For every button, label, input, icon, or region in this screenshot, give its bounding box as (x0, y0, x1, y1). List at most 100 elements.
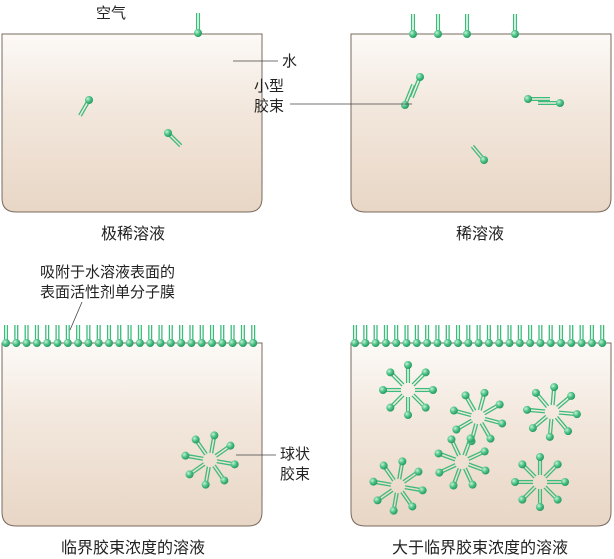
surfactant-molecule (164, 129, 183, 148)
monolayer-molecule (125, 325, 134, 347)
monolayer-molecule (94, 325, 103, 347)
monolayer-molecule (371, 325, 380, 347)
micelle-molecule (536, 453, 544, 475)
caption-dilute: 稀溶液 (455, 224, 505, 243)
monolayer-molecule (423, 325, 432, 347)
monolayer-molecule (208, 325, 216, 347)
monolayer-molecule (464, 325, 473, 347)
surfactant-molecule (470, 144, 488, 164)
micelle-molecule (447, 435, 461, 457)
micelle-molecule (518, 460, 537, 479)
monolayer-molecule (474, 325, 483, 347)
micelle-molecule (543, 485, 562, 504)
spherical-micelle-label-line1: 球状 (280, 445, 311, 463)
micelle-molecule (545, 418, 554, 441)
monolayer-molecule (84, 325, 93, 347)
surfactant-molecule (78, 96, 93, 117)
surface-molecule (409, 14, 417, 38)
micelle-molecule (214, 441, 235, 458)
monolayer-molecule (197, 325, 206, 347)
monolayer-molecule (166, 325, 175, 347)
micelle-molecule (558, 410, 581, 419)
micelle-molecule (449, 467, 462, 490)
small-micelle-molecule (538, 99, 564, 107)
monolayer-molecule (177, 325, 186, 347)
micelle-molecule (463, 467, 477, 489)
monolayer-molecule (53, 325, 62, 347)
micelle-molecule (528, 414, 548, 433)
micelle-molecule (550, 383, 559, 406)
micelle-molecule (484, 416, 507, 428)
monolayer-molecule (228, 325, 237, 347)
micelle-molecule (518, 485, 537, 504)
monolayer-label-line2: 表面活性剂单分子膜 (40, 283, 176, 301)
monolayer-molecule (454, 325, 462, 347)
monolayer-molecule (156, 325, 165, 347)
beaker-dilute (350, 33, 612, 213)
micelle-molecule (452, 418, 473, 434)
monolayer-molecule (381, 325, 390, 347)
monolayer-molecule (218, 325, 227, 347)
monolayer-molecule (146, 325, 155, 347)
micelle-molecule (483, 400, 504, 416)
monolayer-molecule (392, 325, 401, 347)
micelle-molecule (379, 386, 401, 394)
water-label: 水 (282, 52, 298, 70)
monolayer-molecule (135, 325, 144, 347)
monolayer-molecule (249, 325, 258, 347)
monolayer-molecule (402, 325, 411, 347)
monolayer-molecule (526, 325, 535, 347)
caption-cmc: 临界胶束浓度的溶液 (60, 538, 206, 557)
caption-above-cmc: 大于临界胶束浓度的溶液 (391, 538, 569, 557)
micelle-molecule (369, 477, 392, 487)
caption-very-dilute: 极稀溶液 (100, 224, 166, 243)
micelle-molecule (523, 405, 546, 414)
monolayer-molecule (433, 325, 442, 347)
micelle-molecule (209, 431, 219, 454)
small-micelle-molecule (401, 83, 416, 109)
beaker-very-dilute (1, 33, 263, 213)
micelle-molecule (402, 467, 423, 484)
monolayer-molecule (598, 325, 607, 347)
monolayer-molecule (536, 325, 545, 347)
small-micelle-molecule (524, 95, 550, 103)
surface-molecule (511, 14, 519, 38)
micelle-molecule (531, 388, 550, 408)
monolayer-molecule (12, 325, 21, 347)
monolayer-molecule (32, 325, 41, 347)
monolayer-molecule (361, 325, 370, 347)
micelle-molecule (181, 451, 204, 461)
micelle-molecule (479, 422, 495, 443)
monolayer-molecule (74, 325, 83, 347)
micelle-molecule (411, 368, 430, 387)
micelle-molecule (373, 488, 394, 505)
micelle-molecule (556, 391, 576, 410)
surface-molecule (194, 13, 202, 37)
micelle-molecule (185, 462, 206, 479)
monolayer-molecule (515, 325, 524, 347)
monolayer-molecule (443, 325, 452, 347)
monolayer-molecule (505, 325, 514, 347)
micelle-molecule (462, 434, 475, 457)
monolayer-molecule (187, 325, 196, 347)
monolayer-molecule (567, 325, 576, 347)
monolayer-molecule (115, 325, 124, 347)
monolayer-molecule (105, 325, 113, 347)
monolayer-molecule (351, 325, 359, 347)
micelle-molecule (404, 361, 412, 383)
micelle-molecule (554, 416, 573, 436)
micelle-molecule (467, 447, 489, 461)
monolayer-molecule (577, 325, 586, 347)
micelle-molecule (435, 463, 457, 477)
surface-molecule (434, 14, 442, 38)
monolayer-molecule (484, 325, 493, 347)
monolayer-molecule (22, 325, 31, 347)
micelle-molecule (477, 388, 489, 411)
micelle-molecule (216, 459, 239, 469)
micelle-molecule (449, 406, 472, 418)
micelle-molecule (397, 457, 407, 480)
beaker-cmc (1, 342, 263, 527)
micelle-molecule (191, 435, 208, 456)
micelle-molecule (543, 460, 562, 479)
